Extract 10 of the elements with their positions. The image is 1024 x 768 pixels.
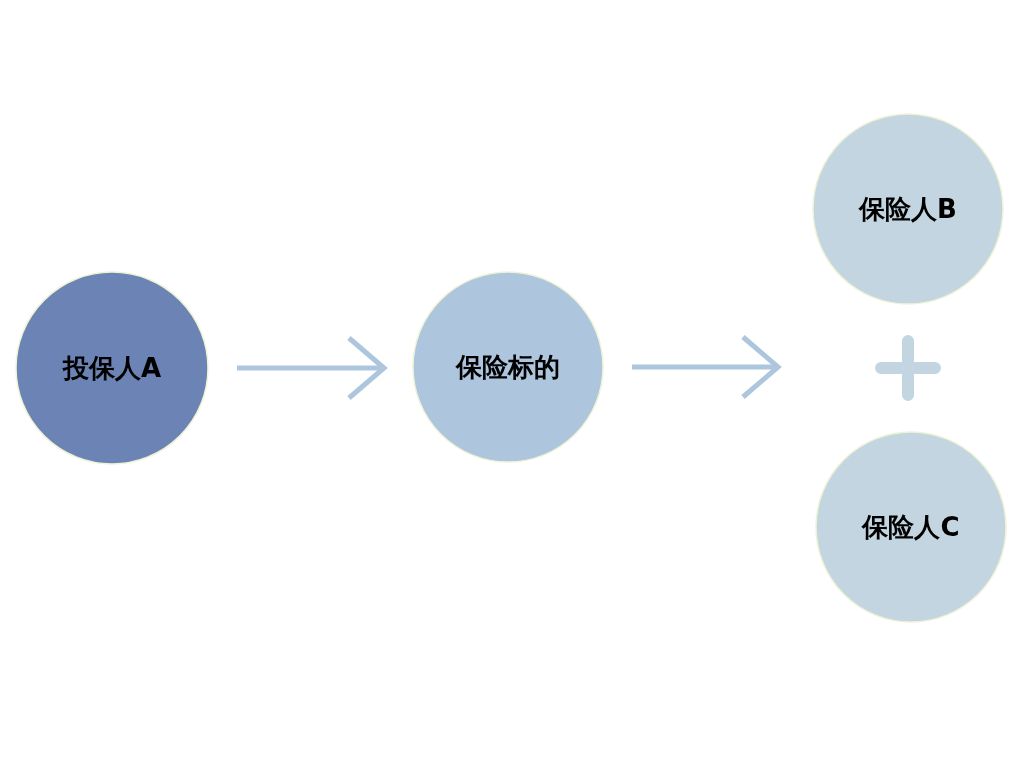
node-label: 投保人A bbox=[62, 353, 162, 383]
circle-node bbox=[812, 113, 1004, 305]
node-label: 保险人C bbox=[862, 512, 960, 542]
arrow bbox=[632, 334, 781, 400]
arrow bbox=[237, 335, 387, 401]
circle-node bbox=[412, 271, 604, 463]
circle-node bbox=[815, 431, 1007, 623]
circle-node bbox=[15, 271, 209, 465]
node-label: 保险人B bbox=[859, 194, 957, 224]
node-label: 保险标的 bbox=[456, 352, 560, 382]
